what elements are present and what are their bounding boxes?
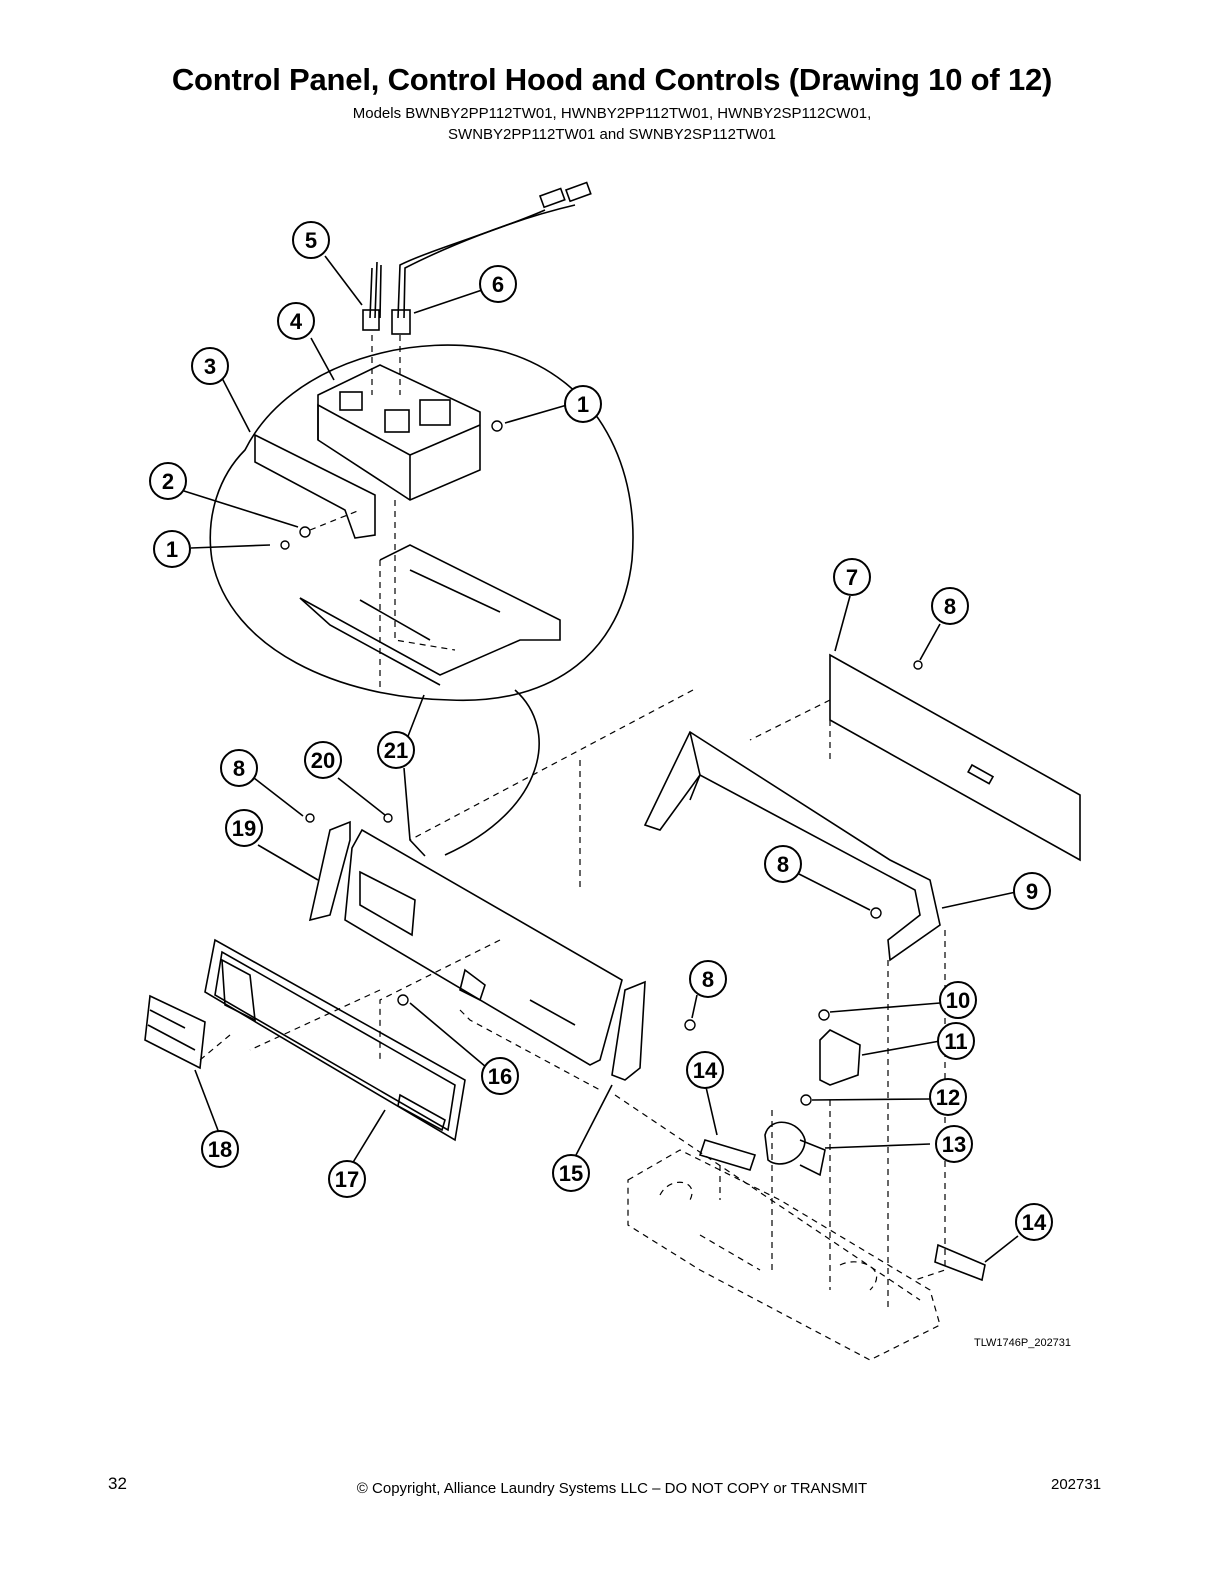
callout-7: 7 bbox=[833, 558, 871, 596]
drawing-id: TLW1746P_202731 bbox=[974, 1337, 1072, 1349]
callout-label: 6 bbox=[492, 272, 504, 297]
callout-12: 12 bbox=[929, 1078, 967, 1116]
callout-label: 8 bbox=[702, 967, 714, 992]
detail-link-arc bbox=[444, 689, 540, 856]
callout-19: 19 bbox=[225, 809, 263, 847]
callout-1: 1 bbox=[564, 385, 602, 423]
callout-label: 1 bbox=[166, 537, 178, 562]
models-line-2: SWNBY2PP112TW01 and SWNBY2SP112TW01 bbox=[448, 126, 776, 143]
callout-label: 11 bbox=[944, 1029, 967, 1054]
callout-label: 3 bbox=[204, 354, 216, 379]
callout-label: 1 bbox=[577, 392, 589, 417]
keypad-overlay bbox=[144, 994, 206, 1070]
callout-8: 8 bbox=[689, 960, 727, 998]
callout-label: 18 bbox=[208, 1137, 232, 1162]
callout-18: 18 bbox=[201, 1130, 239, 1168]
callout-8: 8 bbox=[931, 587, 969, 625]
callout-9: 9 bbox=[1013, 872, 1051, 910]
pressure-switch bbox=[764, 1121, 806, 1165]
callout-label: 17 bbox=[335, 1167, 359, 1192]
callout-label: 13 bbox=[942, 1132, 966, 1157]
callout-13: 13 bbox=[935, 1125, 973, 1163]
copyright-notice: © Copyright, Alliance Laundry Systems LL… bbox=[356, 1480, 868, 1497]
models-line-1: Models BWNBY2PP112TW01, HWNBY2PP112TW01,… bbox=[352, 105, 872, 122]
callout-16: 16 bbox=[481, 1057, 519, 1095]
back-panel bbox=[829, 653, 1081, 862]
callout-label: 20 bbox=[311, 748, 335, 773]
base-plate bbox=[627, 1149, 941, 1361]
control-hood bbox=[643, 730, 941, 962]
end-cap-left bbox=[308, 820, 351, 922]
callout-label: 9 bbox=[1026, 879, 1038, 904]
callout-label: 4 bbox=[290, 309, 303, 334]
callout-6: 6 bbox=[479, 265, 517, 303]
callout-label: 19 bbox=[232, 816, 256, 841]
control-panel bbox=[344, 828, 623, 1066]
detail-circle bbox=[209, 344, 634, 702]
callout-label: 21 bbox=[384, 738, 408, 763]
callout-21: 21 bbox=[377, 731, 415, 769]
document-number: 202731 bbox=[1051, 1476, 1102, 1493]
callout-3: 3 bbox=[191, 347, 229, 385]
callout-4: 4 bbox=[277, 302, 315, 340]
callout-label: 8 bbox=[233, 756, 245, 781]
callout-8: 8 bbox=[220, 749, 258, 787]
callout-14: 14 bbox=[1015, 1203, 1053, 1241]
callout-label: 16 bbox=[488, 1064, 512, 1089]
callout-label: 5 bbox=[305, 228, 317, 253]
label-14b bbox=[934, 1243, 986, 1282]
panel-overlay bbox=[204, 938, 466, 1142]
end-cap-right bbox=[611, 980, 646, 1081]
callout-11: 11 bbox=[937, 1022, 975, 1060]
callout-label: 8 bbox=[777, 852, 789, 877]
callout-label: 7 bbox=[846, 565, 858, 590]
callout-1: 1 bbox=[153, 530, 191, 568]
callout-5: 5 bbox=[292, 221, 330, 259]
callout-label: 2 bbox=[162, 469, 174, 494]
callout-2: 2 bbox=[149, 462, 187, 500]
page-number: 32 bbox=[108, 1474, 127, 1493]
callout-10: 10 bbox=[939, 981, 977, 1019]
callout-label: 12 bbox=[936, 1085, 960, 1110]
callout-label: 14 bbox=[1022, 1210, 1047, 1235]
callout-label: 8 bbox=[944, 594, 956, 619]
label-14a bbox=[698, 1139, 757, 1171]
callout-15: 15 bbox=[552, 1154, 590, 1192]
callout-label: 14 bbox=[693, 1058, 718, 1083]
callout-14: 14 bbox=[686, 1051, 724, 1089]
callout-label: 15 bbox=[559, 1161, 583, 1186]
callout-8: 8 bbox=[764, 845, 802, 883]
page-title: Control Panel, Control Hood and Controls… bbox=[171, 62, 1053, 97]
callout-20: 20 bbox=[304, 741, 342, 779]
callout-label: 10 bbox=[946, 988, 970, 1013]
transformer bbox=[819, 1029, 861, 1086]
callout-17: 17 bbox=[328, 1160, 366, 1198]
